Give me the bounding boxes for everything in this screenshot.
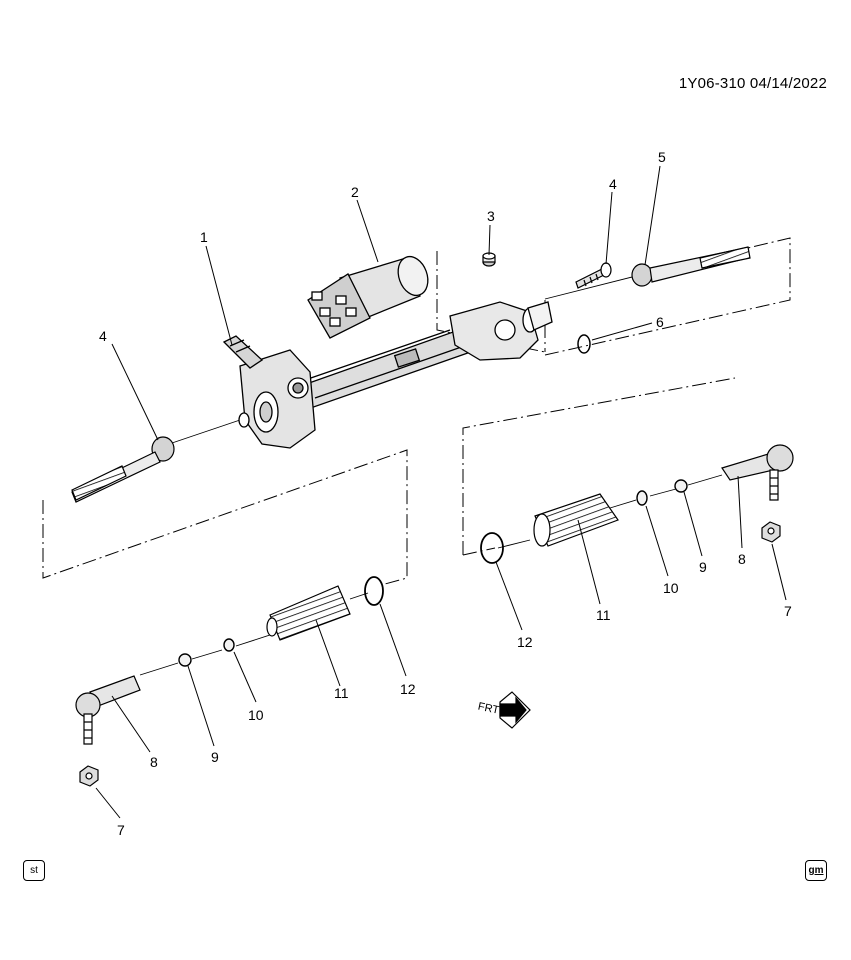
callout-2: 2: [351, 184, 359, 200]
bolt-upper: [575, 262, 612, 289]
nut-left: [79, 765, 99, 787]
callout-12-right: 12: [517, 634, 533, 650]
boot-left: [266, 585, 351, 641]
st-badge: st: [23, 860, 45, 881]
plug: [482, 252, 496, 267]
inner-tie-rod-right: [631, 246, 751, 287]
callout-7-left: 7: [117, 822, 125, 838]
boot-right: [533, 493, 619, 547]
callout-3: 3: [487, 208, 495, 224]
callout-6: 6: [656, 314, 664, 330]
right-bracket-frame: [462, 377, 736, 556]
callout-11-left: 11: [334, 685, 349, 701]
callout-9-left: 9: [211, 749, 219, 765]
leader-lines: [95, 165, 787, 819]
callout-10-right: 10: [663, 580, 679, 596]
nut-right: [761, 521, 781, 543]
outer-tie-rod-end-right: [721, 444, 794, 501]
outer-tie-rod-end-left: [75, 675, 141, 745]
callout-8-right: 8: [738, 551, 746, 567]
clamp-left-small: [223, 638, 235, 652]
callout-8-left: 8: [150, 754, 158, 770]
callout-10-left: 10: [248, 707, 264, 723]
steering-gear-assembly: [222, 301, 553, 449]
callout-4-left: 4: [99, 328, 107, 344]
callout-9-right: 9: [699, 559, 707, 575]
left-bracket-frame: [42, 449, 408, 585]
callout-12-left: 12: [400, 681, 416, 697]
alignment-lines: [139, 274, 723, 676]
callout-4-upper: 4: [609, 176, 617, 192]
retaining-ring-upper: [577, 334, 591, 354]
callout-7-right: 7: [784, 603, 792, 619]
clamp-right-large: [480, 532, 504, 564]
document-id: 1Y06-310 04/14/2022: [678, 75, 827, 92]
jam-nut-right: [674, 479, 688, 493]
jam-nut-left: [178, 653, 192, 667]
clamp-left-large: [364, 576, 384, 606]
callout-5: 5: [658, 149, 666, 165]
clamp-right-small: [636, 490, 648, 506]
inner-tie-rod-left: [71, 436, 175, 503]
front-indicator: FRT: [477, 691, 531, 729]
callout-1: 1: [200, 229, 208, 245]
callout-labels: 1 2 3 4 5 6 4 11 12 10 9 8 7 11 12 10 9 …: [99, 149, 792, 838]
front-label: FRT: [477, 701, 500, 717]
motor-assembly: [307, 255, 429, 339]
callout-11-right: 11: [596, 607, 611, 623]
gm-logo-badge: gm: [805, 860, 827, 881]
